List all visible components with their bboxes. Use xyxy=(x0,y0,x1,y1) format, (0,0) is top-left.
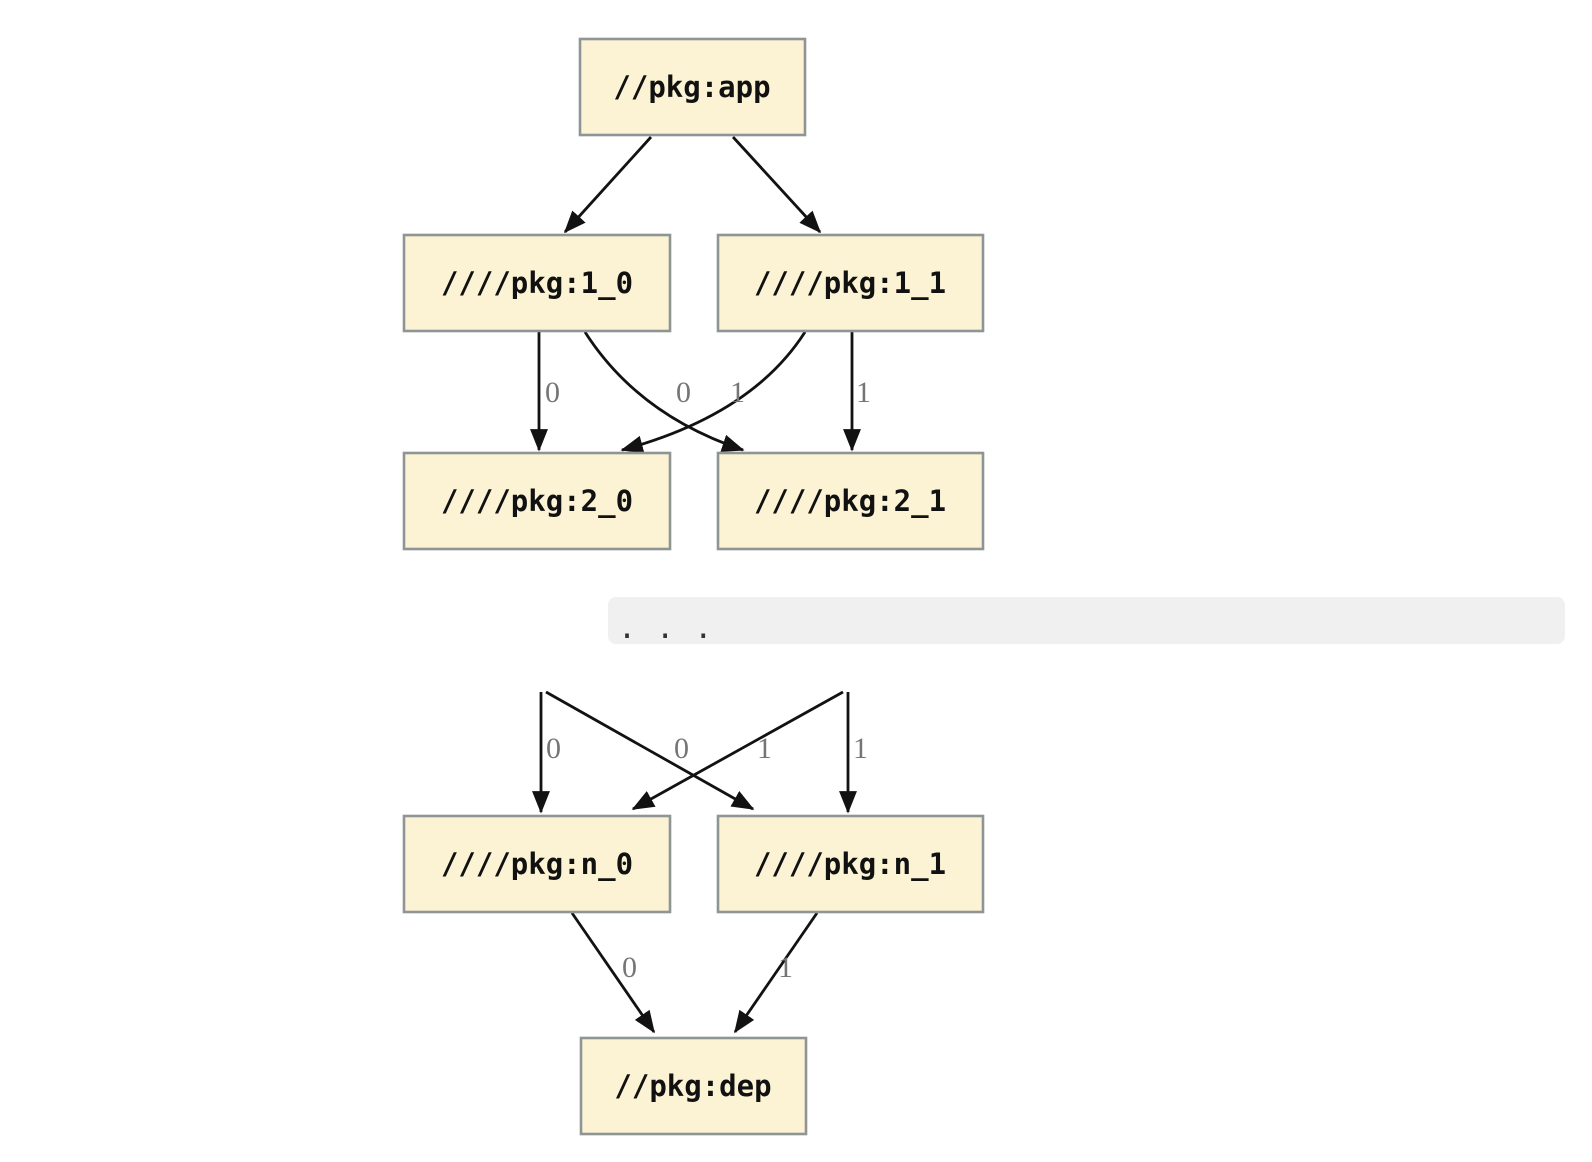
node-1_1-label: ////pkg:1_1 xyxy=(754,266,946,300)
node-app: //pkg:app xyxy=(578,37,807,137)
node-app-box xyxy=(578,37,807,137)
edge-label-1_1-2_0: 0 xyxy=(676,376,691,409)
edge-app-to-1_1 xyxy=(731,136,822,234)
ellipsis-dots: . . . xyxy=(618,611,713,646)
node-app-label: //pkg:app xyxy=(613,70,770,104)
node-n_0-label: ////pkg:n_0 xyxy=(441,847,633,881)
edge-label-n_0-dep: 0 xyxy=(622,951,637,984)
edge-label-1_1-2_1: 1 xyxy=(856,376,871,409)
edge-label-ellipsis-n_1-mid: 1 xyxy=(757,732,772,765)
node-2_0: ////pkg:2_0 xyxy=(402,451,672,551)
node-1_1: ////pkg:1_1 xyxy=(716,233,985,333)
edge-label-ellipsis-n_0-mid: 0 xyxy=(674,732,689,765)
node-2_1-label: ////pkg:2_1 xyxy=(754,484,946,518)
edge-label-1_0-2_1: 1 xyxy=(730,376,745,409)
edge-label-n_1-dep: 1 xyxy=(778,951,793,984)
node-n_1-box xyxy=(716,814,985,914)
node-1_1-box xyxy=(716,233,985,333)
edge-ellipsis-right-to-n_0 xyxy=(631,690,844,811)
edge-app-to-1_0 xyxy=(563,136,653,234)
node-n_0: ////pkg:n_0 xyxy=(402,814,672,914)
node-dep: //pkg:dep xyxy=(579,1036,808,1136)
node-2_1-box xyxy=(716,451,985,551)
node-dep-box xyxy=(579,1036,808,1136)
edge-label-ellipsis-n_1-right: 1 xyxy=(853,732,868,765)
node-2_0-box xyxy=(402,451,672,551)
node-2_0-label: ////pkg:2_0 xyxy=(441,484,633,518)
edge-1_0-to-2_1 xyxy=(583,331,745,452)
edge-1_1-to-2_0 xyxy=(620,331,807,454)
node-1_0: ////pkg:1_0 xyxy=(402,233,672,333)
edge-ellipsis-left-to-n_1 xyxy=(545,690,755,811)
node-1_0-box xyxy=(402,233,672,333)
edge-n_1-to-dep xyxy=(733,912,819,1034)
node-1_0-label: ////pkg:1_0 xyxy=(441,266,633,300)
node-dep-label: //pkg:dep xyxy=(614,1069,771,1103)
ellipsis-band-background xyxy=(608,597,1565,644)
ellipsis-band: . . . xyxy=(608,597,1565,646)
node-n_1-label: ////pkg:n_1 xyxy=(754,847,946,881)
node-n_0-box xyxy=(402,814,672,914)
node-n_1: ////pkg:n_1 xyxy=(716,814,985,914)
edge-label-1_0-2_0: 0 xyxy=(545,376,560,409)
node-2_1: ////pkg:2_1 xyxy=(716,451,985,551)
edge-n_0-to-dep xyxy=(570,912,656,1034)
edge-label-ellipsis-n_0-left: 0 xyxy=(546,732,561,765)
